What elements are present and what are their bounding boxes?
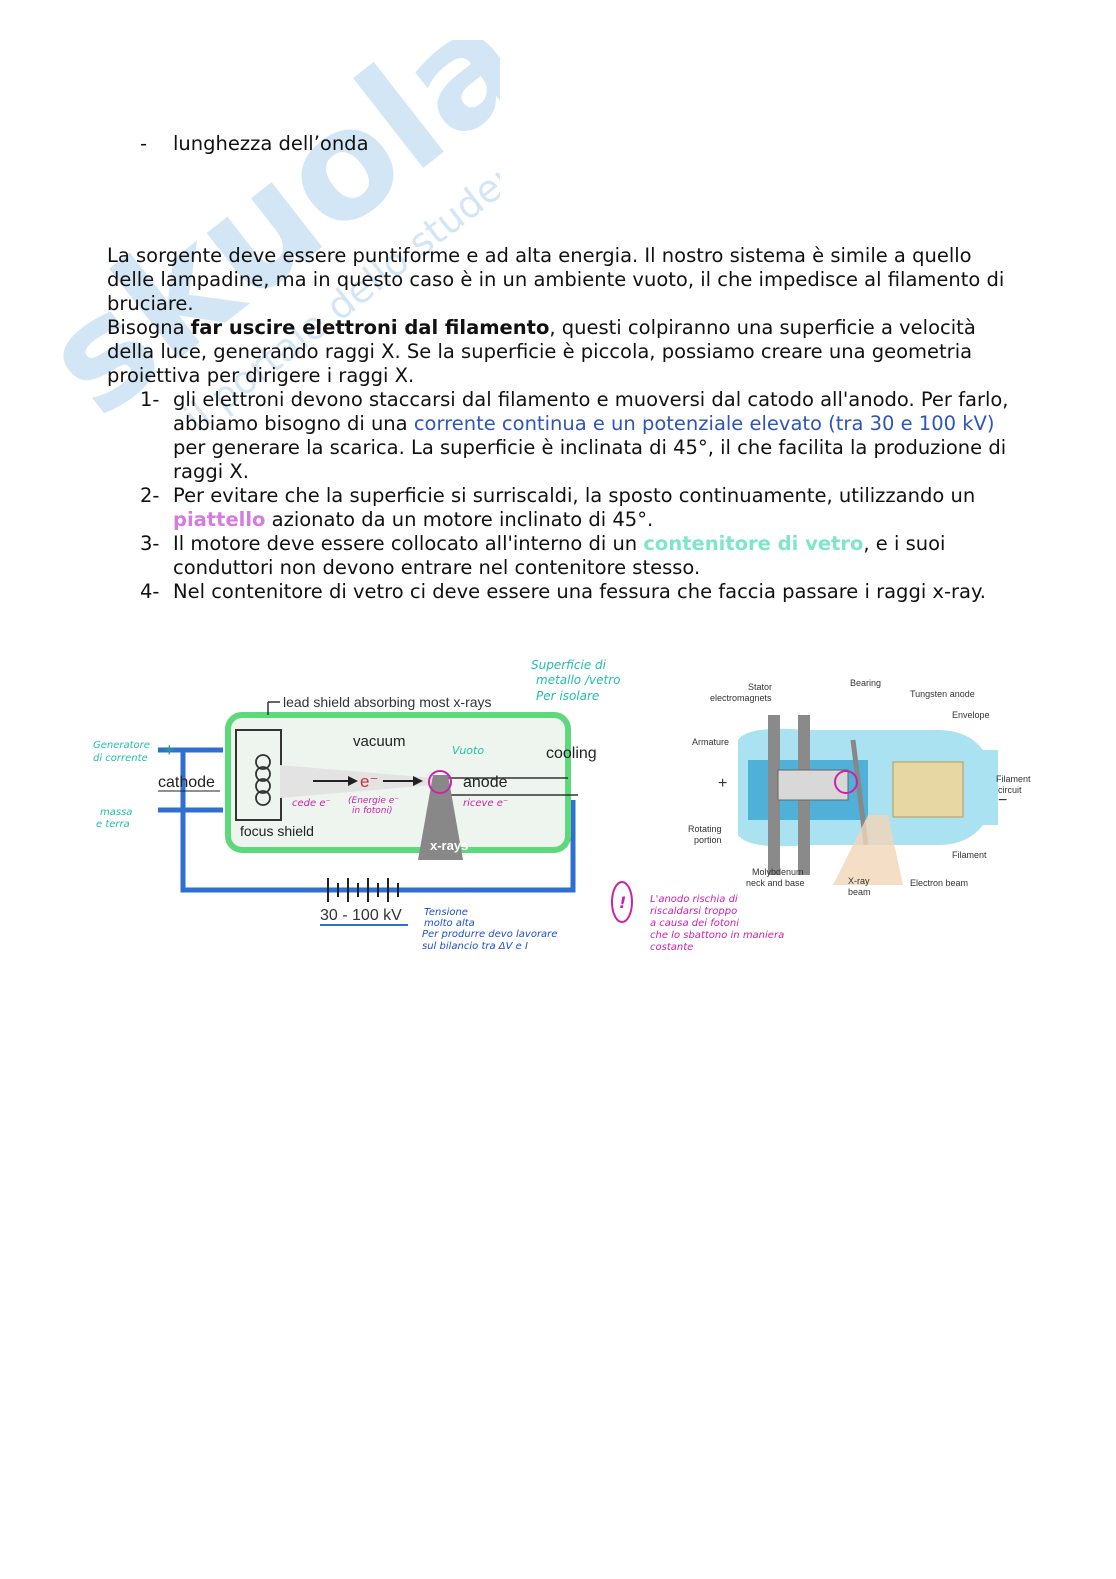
label-stator: electromagnets xyxy=(710,693,772,703)
list-text: Nel contenitore di vetro ci deve essere … xyxy=(173,580,986,603)
warning-icon xyxy=(611,881,633,923)
label-filament: Filament xyxy=(952,850,987,860)
anode-note: ! L'anodo rischia di riscaldarsi troppo … xyxy=(611,881,784,953)
list-item: 3- Il motore deve essere collocato all'i… xyxy=(140,532,1010,580)
list-item: 4- Nel contenitore di vetro ci deve esse… xyxy=(140,580,1010,604)
note-riceve: riceve e⁻ xyxy=(463,798,508,809)
label-bearing: Bearing xyxy=(850,678,881,688)
label-molybdenum: neck and base xyxy=(746,878,805,888)
label-rotating: Rotating xyxy=(688,824,722,834)
highlight-cyan: contenitore di vetro xyxy=(643,532,864,555)
filament-coil-icon xyxy=(255,754,271,806)
anode-label: anode xyxy=(463,774,508,791)
bullet-text: lunghezza dell’onda xyxy=(173,132,369,155)
list-text-b: per generare la scarica. La superficie è… xyxy=(173,436,1007,483)
bullet-item: - lunghezza dell’onda xyxy=(140,132,369,156)
note-superficie: Per isolare xyxy=(536,689,599,703)
label-envelope: Envelope xyxy=(952,710,990,720)
electron-symbol: e⁻ xyxy=(360,772,378,791)
list-text: Per evitare che la superficie si surrisc… xyxy=(173,484,1010,532)
rotating-anode-tube: + − Stator electromagnets Bearing Tungst… xyxy=(611,678,1031,953)
label-armature: Armature xyxy=(692,737,729,747)
label-filament-circuit: circuit xyxy=(998,785,1022,795)
anode-circle-note xyxy=(428,770,452,794)
label-filament-circuit: Filament xyxy=(996,774,1031,784)
minus-sign: − xyxy=(998,792,1007,809)
note-massa: e terra xyxy=(96,819,130,830)
label-electron-beam: Electron beam xyxy=(910,878,968,888)
watermark-logo: skuola.net il portale dello studente xyxy=(20,40,500,450)
list-text: Il motore deve essere collocato all'inte… xyxy=(173,532,1010,580)
note-cede: cede e⁻ xyxy=(292,798,331,809)
note-tensione: Tensione xyxy=(424,907,468,918)
voltage-label: 30 - 100 kV xyxy=(320,907,402,924)
stator-coil-1 xyxy=(768,715,780,875)
lead-shield-label: lead shield absorbing most x-rays xyxy=(283,694,492,710)
note-tensione: sul bilancio tra ΔV e I xyxy=(422,941,528,952)
anode-target xyxy=(418,775,463,860)
p2-bold: far uscire elettroni dal filamento xyxy=(190,316,550,339)
xray-tube-figure: 30 - 100 kV lead shield absorbing most x… xyxy=(93,658,1031,953)
battery-icon xyxy=(327,878,399,902)
list-text: gli elettroni devono staccarsi dal filam… xyxy=(173,388,1010,484)
numbered-list: 1- gli elettroni devono staccarsi dal fi… xyxy=(140,388,1010,604)
label-rotating: portion xyxy=(694,835,722,845)
arrow-icon xyxy=(348,776,358,786)
note-energie: in fotoni) xyxy=(352,806,393,816)
label-tungsten: Tungsten anode xyxy=(910,689,975,699)
label-xray-beam: beam xyxy=(848,887,871,897)
note-line: che lo sbattono in maniera xyxy=(650,930,784,941)
note-superficie: Superficie di xyxy=(531,658,607,672)
note-line: riscaldarsi troppo xyxy=(650,906,737,917)
list-text-a: gli elettroni devono staccarsi dal filam… xyxy=(173,388,1009,435)
p2-end: , questi colpiranno una superficie a vel… xyxy=(107,316,976,387)
note-tensione: Per produrre devo lavorare xyxy=(422,929,557,940)
note-vuoto: Vuoto xyxy=(452,744,484,757)
label-stator: Stator xyxy=(748,682,772,692)
note-line: costante xyxy=(650,942,693,953)
paragraph-2: Bisogna far uscire elettroni dal filamen… xyxy=(107,316,1007,388)
label-xray-beam: X-ray xyxy=(848,876,870,886)
arrow-icon xyxy=(413,776,423,786)
intro-paragraph: La sorgente deve essere puntiforme e ad … xyxy=(107,244,1007,388)
xray-beam-cone xyxy=(833,815,903,885)
cathode-cup xyxy=(892,761,964,818)
vacuum-label: vacuum xyxy=(353,733,406,750)
note-line: a causa dei fotoni xyxy=(650,918,739,929)
note-superficie: metallo /vetro xyxy=(536,673,620,687)
focus-shield-label: focus shield xyxy=(240,823,314,839)
handwritten-notes: Superficie di metallo /vetro Per isolare… xyxy=(93,658,620,952)
note-line: L'anodo rischia di xyxy=(650,894,738,905)
tube-labels: Stator electromagnets Bearing Tungsten a… xyxy=(688,678,1031,897)
bullet-marker: - xyxy=(140,132,148,155)
list-text-b: azionato da un motore inclinato di 45°. xyxy=(265,508,654,531)
xray-tube-schematic: 30 - 100 kV lead shield absorbing most x… xyxy=(93,658,620,952)
list-number: 1- xyxy=(140,388,160,411)
cooling-label: cooling xyxy=(546,745,597,762)
anode-circle-note xyxy=(834,770,858,794)
list-item: 2- Per evitare che la superficie si surr… xyxy=(140,484,1010,532)
list-number: 4- xyxy=(140,580,160,603)
xrays-label: x-rays xyxy=(430,838,468,853)
plus-sign: + xyxy=(718,775,727,792)
paragraph-1: La sorgente deve essere puntiforme e ad … xyxy=(107,244,1005,315)
plus-sign: + xyxy=(164,740,175,760)
note-generatore: Generatore xyxy=(93,740,150,751)
note-energie: (Energie e⁻ xyxy=(348,796,399,806)
label-molybdenum: Molybdenum xyxy=(752,867,804,877)
cathode-label: cathode xyxy=(158,774,215,791)
list-number: 2- xyxy=(140,484,160,507)
list-text-a: Il motore deve essere collocato all'inte… xyxy=(173,532,644,555)
highlight-pink: piattello xyxy=(173,508,266,531)
warning-exclamation: ! xyxy=(619,893,626,912)
highlight-blue: corrente continua e un potenziale elevat… xyxy=(413,412,995,435)
p2-start: Bisogna xyxy=(107,316,191,339)
list-item: 1- gli elettroni devono staccarsi dal fi… xyxy=(140,388,1010,484)
list-number: 3- xyxy=(140,532,160,555)
list-text-a: Per evitare che la superficie si surrisc… xyxy=(173,484,976,507)
note-massa: massa xyxy=(100,807,132,818)
note-tensione: molto alta xyxy=(424,918,475,929)
note-generatore: di corrente xyxy=(93,753,148,764)
list-text-b: , e i suoi conduttori non devono entrare… xyxy=(173,532,946,579)
